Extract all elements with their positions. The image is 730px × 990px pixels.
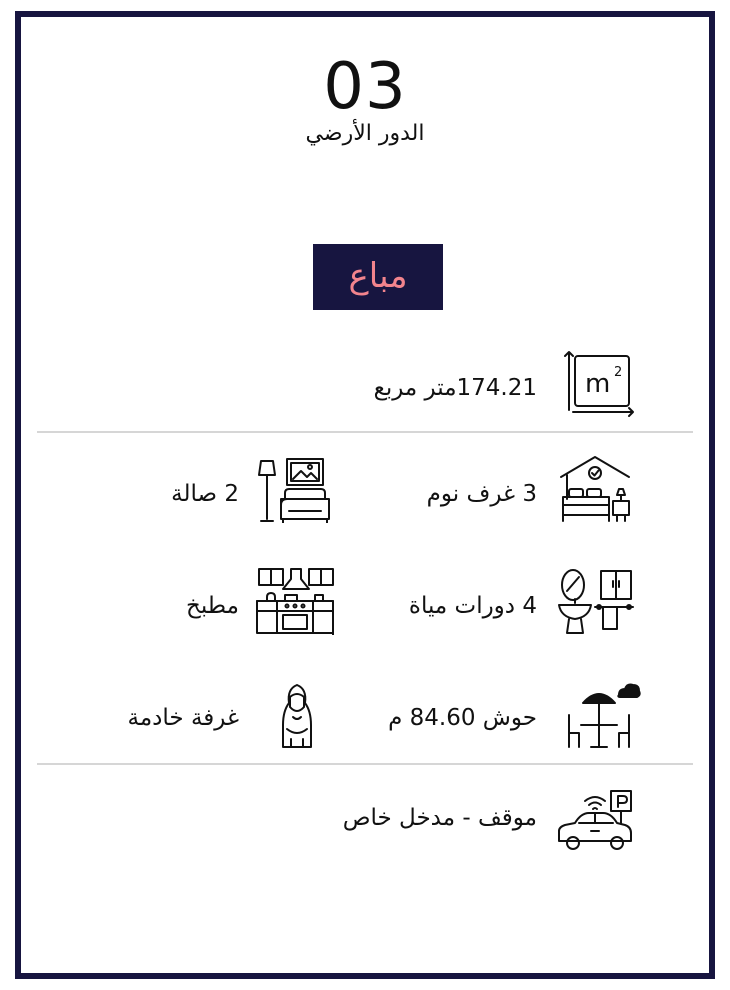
floor-name: الدور الأرضي: [305, 121, 425, 146]
living-room-icon: [255, 455, 335, 523]
parking-label: موقف - مدخل خاص: [342, 805, 537, 831]
parking-car-icon: [555, 789, 635, 857]
unit-number: 03: [323, 50, 407, 124]
bathrooms-label: 4 دورات مياة: [408, 593, 537, 619]
yard-icon: [561, 681, 641, 749]
status-badge: مباع: [313, 244, 443, 310]
maid-icon: [257, 681, 337, 749]
divider-bottom: [37, 763, 693, 765]
unit-card: 03 الدور الأرضي مباع m 2 174.21متر مربع …: [15, 11, 715, 979]
svg-text:m: m: [585, 369, 610, 399]
svg-text:2: 2: [614, 365, 622, 380]
kitchen-icon: [255, 567, 335, 635]
area-m2-icon: m 2: [561, 350, 641, 418]
kitchen-label: مطبخ: [186, 593, 239, 619]
bathroom-icon: [557, 567, 637, 635]
bedrooms-label: 3 غرف نوم: [426, 481, 537, 507]
bedroom-icon: [555, 455, 635, 523]
maid-label: غرفة خادمة: [127, 705, 239, 731]
living-label: 2 صالة: [171, 481, 239, 507]
area-label: 174.21متر مربع: [373, 375, 537, 401]
yard-label: حوش 84.60 م: [388, 705, 537, 731]
divider-top: [37, 431, 693, 433]
